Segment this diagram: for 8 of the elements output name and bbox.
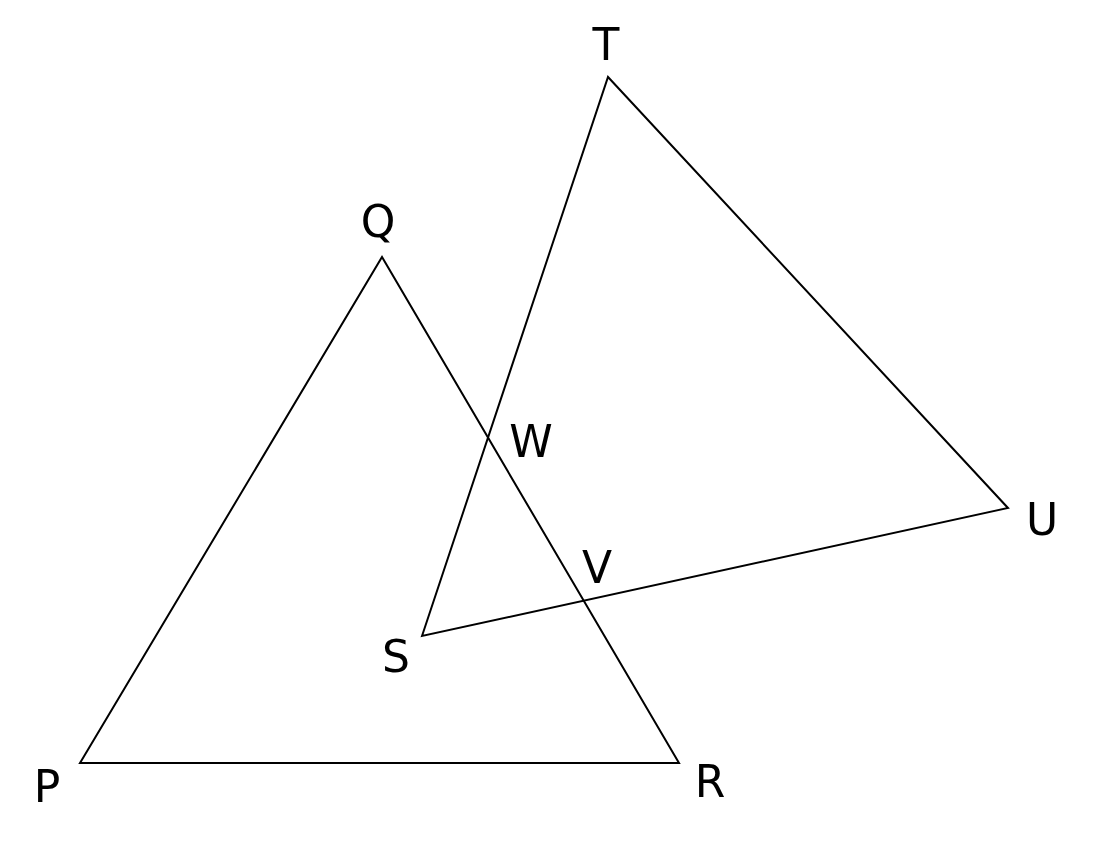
vertex-label: T — [592, 23, 620, 67]
vertex-label: V — [581, 546, 613, 590]
vertex-label: P — [33, 765, 61, 809]
vertex-label: R — [694, 760, 726, 804]
vertex-label: W — [509, 420, 553, 464]
vertex-label: U — [1025, 498, 1059, 542]
vertex-label: S — [382, 635, 410, 679]
vertex-label: Q — [360, 200, 396, 244]
